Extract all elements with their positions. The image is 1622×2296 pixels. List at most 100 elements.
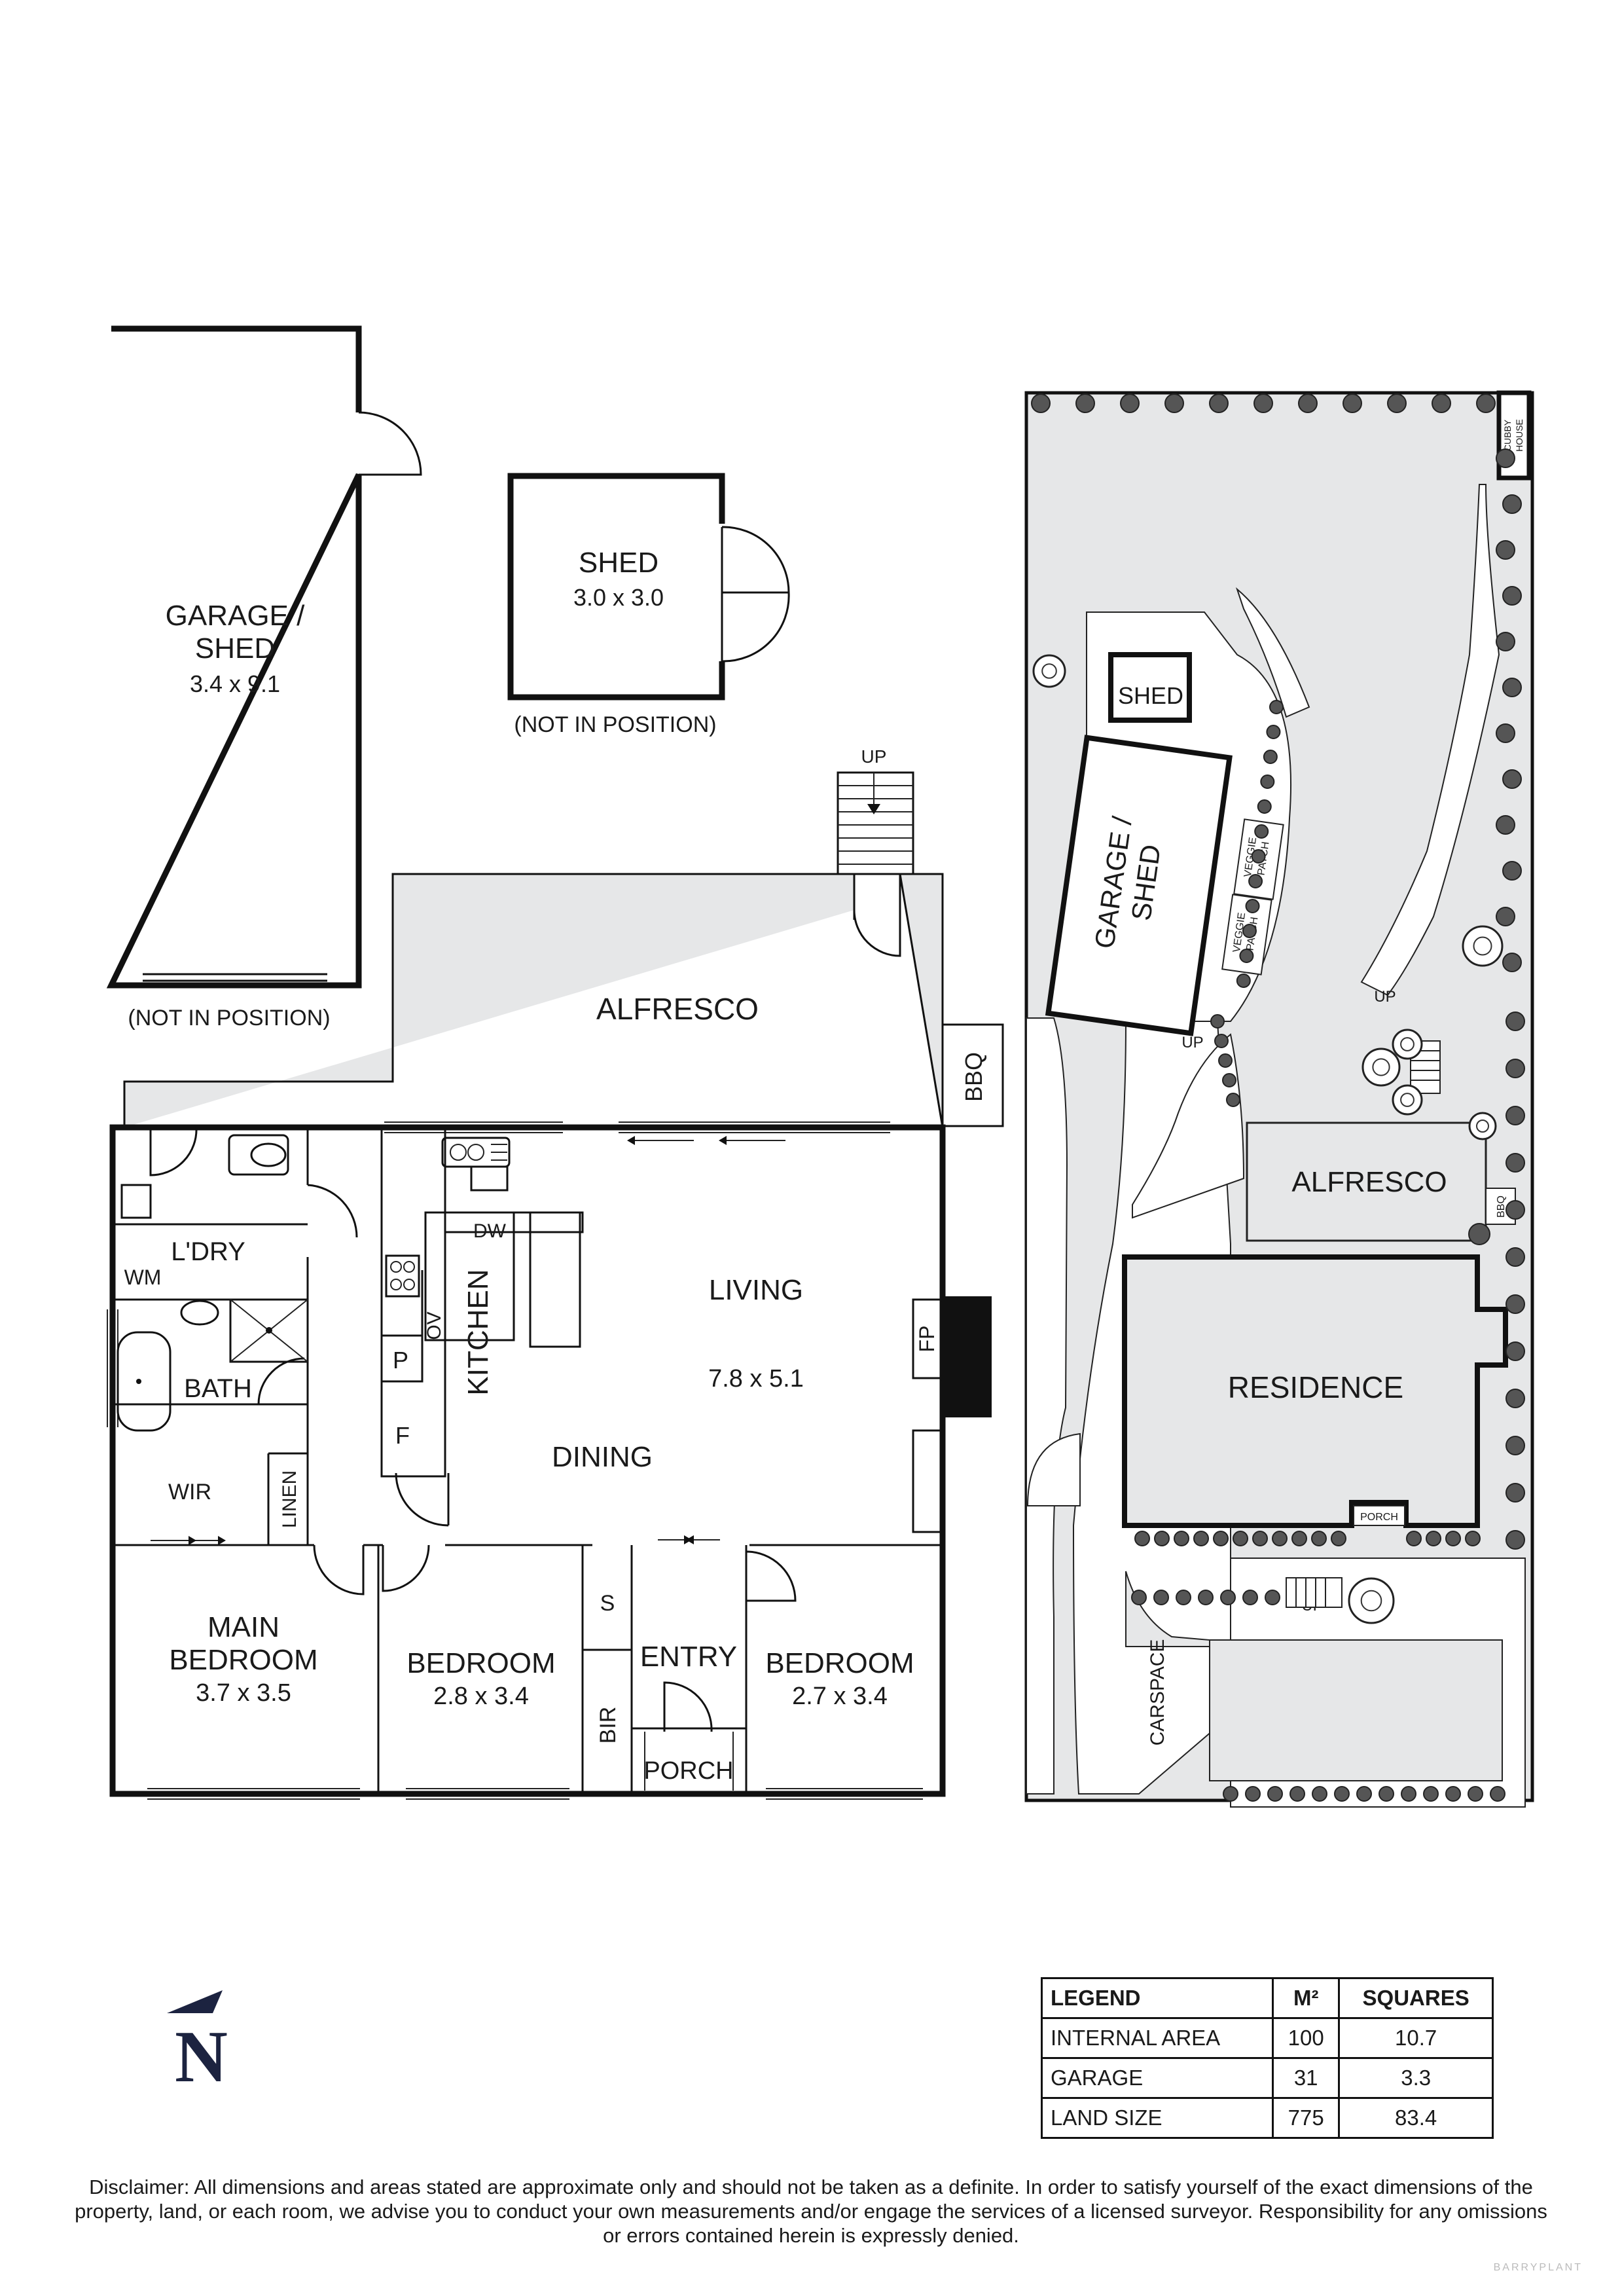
oven-label: OV (424, 1311, 445, 1339)
entry-label: ENTRY (640, 1641, 737, 1673)
shrub-icon (1379, 1786, 1394, 1802)
shrub-icon (1496, 632, 1515, 651)
shrub-icon (1032, 654, 1066, 688)
shrub-icon (1226, 1093, 1240, 1107)
shrub-icon (1031, 393, 1051, 413)
alfresco-area: UP ALFRESCO BBQ (123, 746, 1004, 1128)
shrub-icon (1131, 1590, 1147, 1605)
site-up-label-2: UP (1374, 988, 1396, 1006)
shrub-icon (1245, 899, 1260, 913)
shrub-icon (1496, 448, 1515, 468)
north-arrow-icon (167, 1990, 223, 2013)
living-dims: 7.8 x 5.1 (708, 1365, 804, 1393)
linen-label: LINEN (279, 1470, 300, 1528)
legend-cell: 3.3 (1338, 2057, 1494, 2099)
laundry-label: L'DRY (171, 1237, 245, 1266)
shrub-icon (1356, 1786, 1372, 1802)
fridge-label: F (395, 1422, 410, 1449)
legend-row-land: LAND SIZE 775 83.4 (1040, 2097, 1494, 2139)
bedroom-2-label: BEDROOM (406, 1647, 555, 1679)
shrub-icon (1505, 1106, 1525, 1125)
tree-canopy-icon (1041, 663, 1057, 679)
shrub-icon (1312, 1786, 1327, 1802)
shrub-icon (1505, 1530, 1525, 1550)
shrub-icon (1260, 774, 1275, 789)
legend-cell: INTERNAL AREA (1040, 2017, 1274, 2059)
shrub-icon (1505, 1436, 1525, 1455)
site-porch-label: PORCH (1360, 1512, 1398, 1523)
site-up-label-1: UP (1181, 1034, 1203, 1051)
bath-label: BATH (184, 1374, 252, 1403)
shrub-icon (1245, 1786, 1261, 1802)
north-arrow: N (167, 1977, 245, 2098)
shrub-icon (1361, 1048, 1401, 1087)
tree-canopy-icon (1372, 1058, 1390, 1076)
shrub-icon (1505, 1294, 1525, 1314)
shrub-icon (1198, 1590, 1214, 1605)
fireplace-label: FP (915, 1326, 939, 1353)
shrub-icon (1233, 1531, 1248, 1546)
shrub-icon (1496, 723, 1515, 743)
shrub-icon (1218, 1053, 1233, 1068)
shed-not-in-position: (NOT IN POSITION) (514, 712, 716, 737)
bedroom-3-dims: 2.7 x 3.4 (792, 1683, 888, 1710)
alfresco-stairs: UP (837, 746, 914, 875)
shrub-icon (1265, 1590, 1280, 1605)
shrub-icon (1496, 815, 1515, 835)
tree-canopy-icon (1476, 1120, 1489, 1133)
legend-cell: 100 (1272, 2017, 1341, 2059)
shrub-icon (1348, 1577, 1395, 1624)
shrub-icon (1392, 1029, 1423, 1060)
garage-shed-label-2: SHED (195, 632, 275, 665)
shrub-icon (1120, 393, 1140, 413)
storage-label: S (600, 1591, 615, 1616)
legend-header-m2: M² (1272, 1977, 1341, 2019)
shrub-icon (1502, 678, 1522, 697)
shrub-icon (1505, 1011, 1525, 1031)
shrub-icon (1272, 1531, 1288, 1546)
carspace-label: CARSPACE (1147, 1639, 1168, 1746)
shrub-icon (1257, 799, 1272, 814)
shrub-icon (1496, 540, 1515, 560)
shrub-icon (1502, 861, 1522, 881)
shrub-icon (1465, 1531, 1481, 1546)
pantry-label: P (393, 1347, 408, 1374)
legend-cell: 83.4 (1338, 2097, 1494, 2139)
cubby-house-label-1: CUBBY (1502, 419, 1513, 451)
shrub-icon (1164, 393, 1184, 413)
legend-cell: LAND SIZE (1040, 2097, 1274, 2139)
site-plan: CUBBY HOUSE SHED GARAGE / SHED VEGGIE PA… (1024, 390, 1534, 1808)
bedroom-2-dims: 2.8 x 3.4 (433, 1683, 529, 1710)
shrub-icon (1252, 1531, 1268, 1546)
shrub-icon (1223, 1786, 1238, 1802)
house-floor-plan: L'DRY WM BATH WIR LINEN DW OV KITCHEN P … (107, 1121, 992, 1800)
legend-header-row: LEGEND M² SQUARES (1040, 1977, 1494, 2019)
legend-cell: 775 (1272, 2097, 1341, 2139)
porch-label: PORCH (643, 1757, 733, 1785)
bedroom-3-label: BEDROOM (765, 1647, 914, 1679)
shrub-icon (1432, 393, 1451, 413)
cubby-house-label-2: HOUSE (1514, 419, 1524, 452)
shrub-icon (1462, 925, 1504, 967)
shrub-icon (1153, 1590, 1169, 1605)
shrub-icon (1239, 949, 1254, 963)
shrub-icon (1502, 586, 1522, 606)
shrub-icon (1242, 924, 1257, 938)
shrub-icon (1193, 1531, 1209, 1546)
shrub-icon (1505, 1483, 1525, 1503)
shrub-icon (1209, 393, 1229, 413)
shrub-icon (1502, 769, 1522, 789)
shrub-icon (1468, 1112, 1497, 1140)
shed-label: SHED (579, 547, 658, 579)
dining-label: DINING (552, 1441, 653, 1473)
shrub-icon (1401, 1786, 1416, 1802)
shrub-icon (1445, 1531, 1461, 1546)
shrub-icon (1267, 1786, 1283, 1802)
site-bbq-label: BBQ (1496, 1195, 1507, 1218)
kitchen-label: KITCHEN (462, 1269, 494, 1395)
living-label: LIVING (709, 1274, 803, 1306)
shrub-icon (1505, 1153, 1525, 1173)
shrub-icon (1298, 393, 1318, 413)
main-bedroom-label-1: MAIN (207, 1611, 279, 1643)
